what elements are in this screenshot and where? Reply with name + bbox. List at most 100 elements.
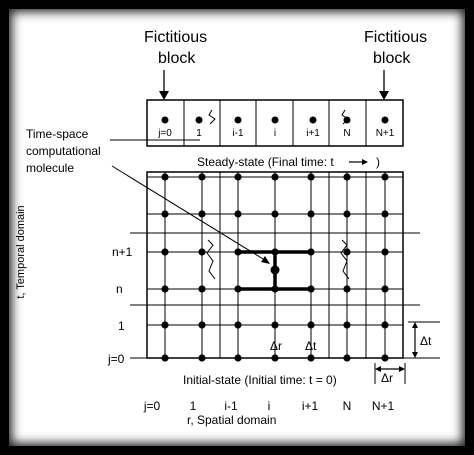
steady-state-label: Steady-state (Final time: t [197, 155, 334, 169]
grid-node [161, 173, 169, 181]
row-label-n-plus-1: n+1 [112, 245, 133, 259]
grid-node [271, 285, 279, 293]
grid-node [271, 248, 279, 256]
delta-t-label: Δt [305, 339, 317, 353]
grid-node [381, 248, 389, 256]
grid-node [234, 321, 242, 329]
steady-state-close: ) [376, 155, 380, 169]
break-mark [206, 239, 216, 280]
cell-node [195, 116, 203, 124]
grid-node [271, 354, 279, 362]
grid-node [198, 321, 206, 329]
grid-node [161, 354, 169, 362]
grid-node [198, 285, 206, 293]
grid-node [381, 173, 389, 181]
cell-node [271, 116, 279, 124]
dt-dimension-label: Δt [420, 334, 432, 348]
grid-node [234, 248, 242, 256]
column-label: 1 [190, 399, 197, 413]
molecule-center-node [270, 265, 280, 275]
grid-node [343, 354, 351, 362]
grid-node [198, 173, 206, 181]
row-label-1: 1 [118, 319, 125, 333]
cell-label: N [343, 128, 350, 139]
grid-node [307, 285, 315, 293]
fictitious-right-line2: block [373, 50, 411, 67]
grid-node [161, 210, 169, 218]
grid-node [381, 354, 389, 362]
column-label: N [343, 399, 352, 413]
grid-node [198, 210, 206, 218]
dt-arrow-head-up [412, 322, 418, 328]
grid-node [343, 248, 351, 256]
grid-node [381, 321, 389, 329]
dr-arrow-head-left [375, 366, 381, 372]
dt-arrow-head-down [412, 352, 418, 358]
cell-label: i+1 [306, 128, 320, 139]
time-space-grid [130, 171, 420, 362]
cell-node [161, 116, 169, 124]
grid-node [198, 248, 206, 256]
left-arrow-head [159, 91, 169, 100]
grid-node [161, 285, 169, 293]
row-label-n: n [116, 282, 123, 296]
row-label-j0: j=0 [107, 352, 125, 366]
grid-node [234, 285, 242, 293]
spatial-cell-strip: j=0 1 i-1 i i+1 N N+1 [146, 99, 404, 147]
molecule-label-line2: computational [26, 144, 101, 158]
grid-node [234, 173, 242, 181]
column-label: j=0 [143, 399, 161, 413]
grid-node [161, 248, 169, 256]
y-axis-title: t, Temporal domain [15, 205, 27, 298]
cell-label: j=0 [157, 128, 172, 139]
column-label: i [268, 399, 271, 413]
grid-node [271, 173, 279, 181]
diagram-panel [9, 9, 465, 446]
molecule-label-line3: molecule [26, 161, 74, 175]
grid-node [198, 354, 206, 362]
grid-node [381, 285, 389, 293]
grid-node [271, 321, 279, 329]
molecule-pointer-head [261, 256, 270, 264]
grid-node [271, 210, 279, 218]
dr-arrow-head-right [399, 366, 405, 372]
cell-label: i [274, 128, 276, 139]
time-arrow-head [362, 159, 368, 165]
grid-node [343, 321, 351, 329]
grid-node [343, 285, 351, 293]
grid-node [234, 354, 242, 362]
delta-r-label: Δr [270, 339, 282, 353]
grid-node [161, 321, 169, 329]
grid-node [307, 173, 315, 181]
break-mark [340, 239, 350, 280]
grid-node [343, 173, 351, 181]
grid-node [343, 210, 351, 218]
column-label: N+1 [372, 399, 395, 413]
right-arrow-head [379, 91, 389, 100]
column-label: i+1 [302, 399, 319, 413]
dr-dimension-label: Δr [381, 371, 393, 385]
cell-label: N+1 [376, 128, 395, 139]
grid-node [234, 210, 242, 218]
fictitious-right-line1: Fictitious [364, 29, 427, 46]
cell-node [381, 116, 389, 124]
molecule-label-line1: Time-space [26, 127, 89, 141]
cell-strip-border [146, 99, 404, 147]
fictitious-left-line2: block [158, 50, 196, 67]
break-mark [208, 109, 216, 125]
grid-node [307, 354, 315, 362]
grid-node [307, 210, 315, 218]
grid-node [307, 321, 315, 329]
cell-node [234, 116, 242, 124]
grid-node [307, 248, 315, 256]
x-axis-title: r, Spatial domain [187, 413, 276, 427]
fictitious-left-line1: Fictitious [144, 29, 207, 46]
cell-label: i-1 [232, 128, 244, 139]
cell-node [343, 116, 351, 124]
cell-label: 1 [196, 128, 202, 139]
column-label: i-1 [224, 399, 238, 413]
grid-node [381, 210, 389, 218]
initial-state-label: Initial-state (Initial time: t = 0) [183, 373, 337, 387]
cell-node [309, 116, 317, 124]
